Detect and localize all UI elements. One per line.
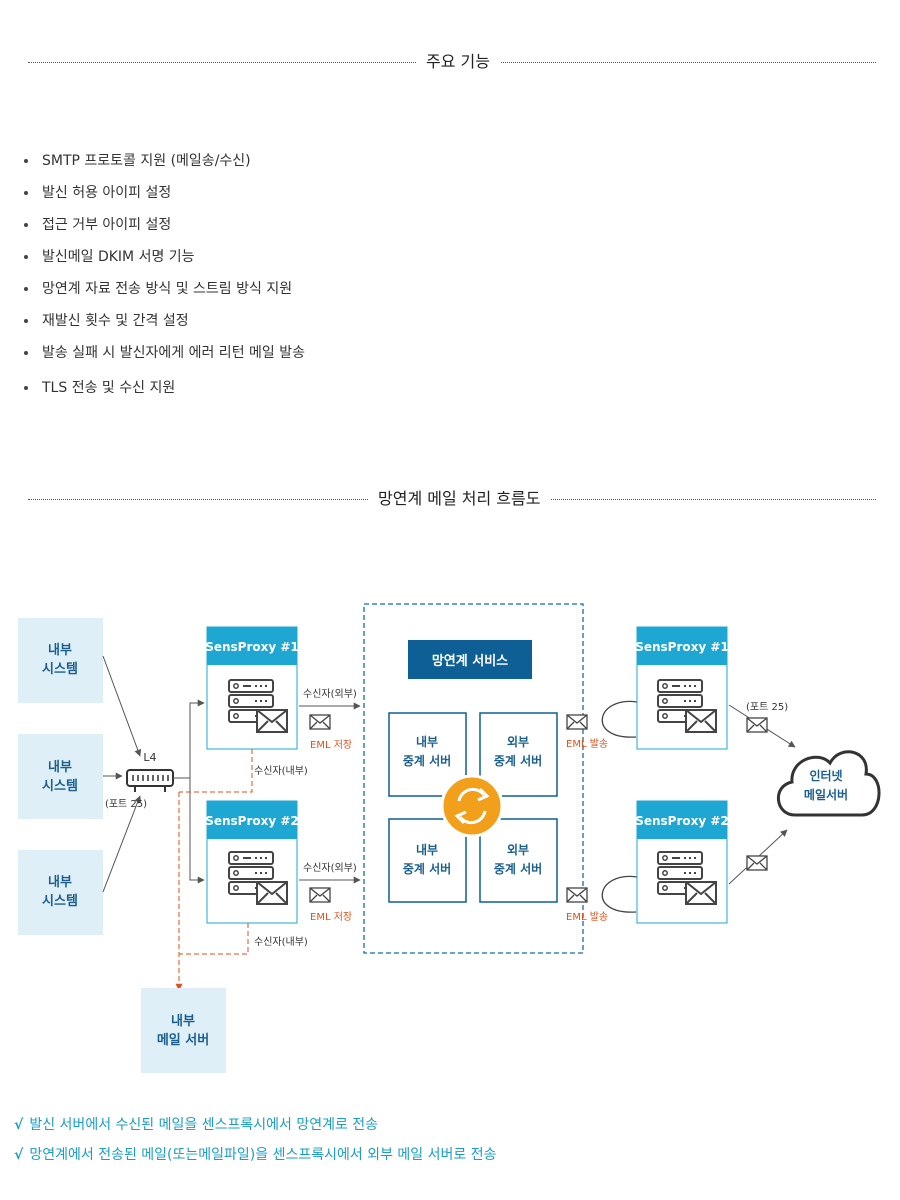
- internal-system-1: 내부 시스템: [18, 618, 103, 703]
- svg-text:L4: L4: [143, 751, 156, 764]
- flow-section-header: 망연계 메일 처리 흐름도: [28, 487, 876, 511]
- svg-text:시스템: 시스템: [42, 662, 78, 677]
- feature-item: 발송 실패 시 발신자에게 에러 리턴 메일 발송: [22, 337, 622, 369]
- internal-system-2: 내부 시스템: [18, 734, 103, 819]
- svg-text:내부: 내부: [48, 759, 72, 775]
- sensproxy-1-left: SensProxy #1: [205, 626, 299, 750]
- svg-text:(포트 25): (포트 25): [105, 799, 147, 810]
- eml-send-label: EML 발송: [566, 738, 608, 750]
- svg-text:망연계 서비스: 망연계 서비스: [432, 653, 508, 669]
- arrow: [102, 795, 142, 893]
- arrow: [102, 655, 142, 757]
- envelope-icon: [309, 714, 331, 730]
- recipient-external-label: 수신자(외부): [303, 688, 357, 700]
- svg-text:중계 서버: 중계 서버: [403, 753, 451, 768]
- svg-text:내부: 내부: [48, 874, 72, 890]
- internal-route-line: [179, 923, 249, 955]
- loop-arrow: [601, 873, 646, 913]
- flow-section-title: 망연계 메일 처리 흐름도: [368, 487, 551, 511]
- eml-store-label: EML 저장: [310, 911, 352, 923]
- recipient-internal-label: 수신자(내부): [254, 936, 308, 948]
- sensproxy-2-right: SensProxy #2: [635, 800, 729, 924]
- port-label: (포트 25): [746, 702, 788, 713]
- svg-text:SensProxy #2: SensProxy #2: [205, 814, 299, 828]
- feature-item: SMTP 프로토콜 지원 (메일송/수신): [22, 145, 622, 177]
- eml-store-label: EML 저장: [310, 739, 352, 751]
- svg-text:외부: 외부: [507, 842, 529, 857]
- envelope-icon: [746, 717, 768, 733]
- svg-text:시스템: 시스템: [42, 779, 78, 794]
- svg-text:외부: 외부: [507, 734, 529, 749]
- features-section-header: 주요 기능: [28, 50, 876, 74]
- internal-route-line: [179, 749, 253, 793]
- feature-item: 재발신 횟수 및 간격 설정: [22, 305, 622, 337]
- svg-text:중계 서버: 중계 서버: [494, 753, 542, 768]
- note-line: √망연계에서 전송된 메일(또는메일파일)을 센스프록시에서 외부 메일 서버로…: [14, 1147, 497, 1163]
- arrow: [189, 778, 205, 884]
- svg-text:메일 서버: 메일 서버: [157, 1032, 209, 1048]
- envelope-icon: [309, 887, 331, 903]
- envelope-icon: [566, 714, 588, 730]
- sync-icon: [440, 774, 504, 838]
- svg-text:내부: 내부: [416, 842, 438, 857]
- note-line: √발신 서버에서 수신된 메일을 센스프록시에서 망연계로 전송: [14, 1117, 379, 1133]
- envelope-icon: [746, 855, 768, 871]
- internal-system-3: 내부 시스템: [18, 850, 103, 935]
- svg-text:중계 서버: 중계 서버: [494, 861, 542, 876]
- envelope-icon: [566, 887, 588, 903]
- feature-list: SMTP 프로토콜 지원 (메일송/수신) 발신 허용 아이피 설정 접근 거부…: [22, 145, 622, 404]
- internal-mail-server: 내부 메일 서버: [141, 988, 226, 1073]
- feature-item: TLS 전송 및 수신 지원: [22, 372, 622, 404]
- arrow: [173, 699, 205, 779]
- svg-text:SensProxy #1: SensProxy #1: [635, 640, 729, 654]
- notes: √발신 서버에서 수신된 메일을 센스프록시에서 망연계로 전송 √망연계에서 …: [14, 1110, 884, 1170]
- feature-item: 접근 거부 아이피 설정: [22, 209, 622, 241]
- feature-item: 발신메일 DKIM 서명 기능: [22, 241, 622, 273]
- feature-item: 망연계 자료 전송 방식 및 스트림 방식 지원: [22, 273, 622, 305]
- svg-text:내부: 내부: [48, 642, 72, 658]
- internet-mail-server-cloud: 인터넷 메일서버: [776, 750, 881, 817]
- recipient-internal-label: 수신자(내부): [254, 765, 308, 777]
- loop-arrow: [601, 698, 646, 738]
- svg-text:SensProxy #1: SensProxy #1: [205, 640, 299, 654]
- svg-text:SensProxy #2: SensProxy #2: [635, 814, 729, 828]
- feature-item: 발신 허용 아이피 설정: [22, 177, 622, 209]
- network-link-service: 망연계 서비스 내부 중계 서버 외부 중계 서버 내부 중계 서버 외부 중계…: [363, 603, 584, 954]
- sensproxy-1-right: SensProxy #1: [635, 626, 729, 750]
- features-section-title: 주요 기능: [416, 50, 500, 74]
- check-icon: √: [14, 1117, 24, 1133]
- svg-text:중계 서버: 중계 서버: [403, 861, 451, 876]
- eml-send-label: EML 발송: [566, 911, 608, 923]
- svg-text:내부: 내부: [416, 734, 438, 749]
- svg-text:인터넷: 인터넷: [809, 768, 842, 783]
- svg-text:내부: 내부: [171, 1013, 195, 1029]
- svg-text:시스템: 시스템: [42, 894, 78, 909]
- l4-switch: L4 (포트 25): [105, 751, 174, 810]
- svg-text:메일서버: 메일서버: [804, 787, 848, 802]
- check-icon: √: [14, 1147, 24, 1163]
- recipient-external-label: 수신자(외부): [303, 862, 357, 874]
- sensproxy-2-left: SensProxy #2: [205, 800, 299, 924]
- mail-flow-diagram: 내부 시스템 내부 시스템 내부 시스템 L4 (포트 25) SensProx…: [18, 603, 881, 1073]
